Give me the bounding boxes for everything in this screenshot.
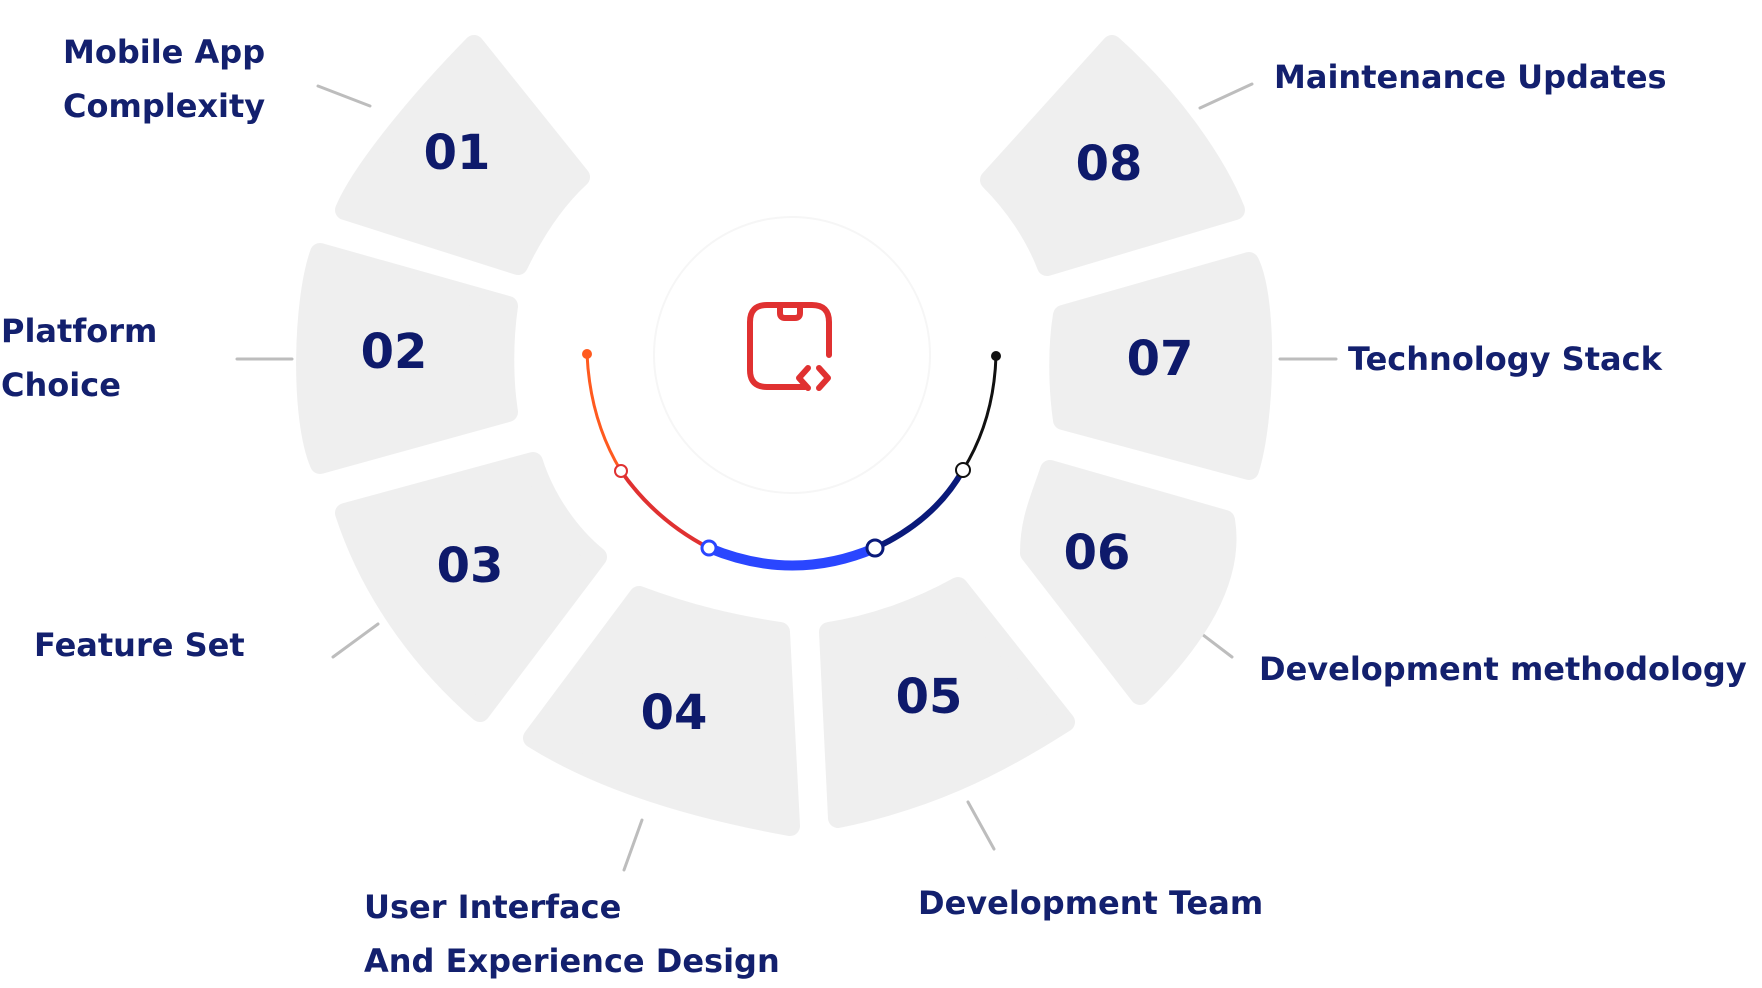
segment-number-08: 08 [1076, 136, 1143, 192]
segment-06 [1020, 460, 1237, 705]
segment-number-03: 03 [437, 538, 504, 594]
label-ui-ux-design: User Interface And Experience Design [364, 888, 780, 980]
arc-node-1 [614, 464, 628, 478]
connector-01 [316, 84, 372, 108]
ring-segments [296, 35, 1273, 836]
segment-numbers: 01 02 03 04 05 06 07 08 [361, 125, 1194, 741]
segment-number-06: 06 [1064, 525, 1131, 581]
connector-03 [331, 622, 380, 659]
label-technology-stack: Technology Stack [1348, 340, 1662, 378]
label-mobile-app-complexity: Mobile App Complexity [63, 33, 266, 125]
connector-08 [1198, 82, 1254, 110]
connector-05 [966, 800, 996, 851]
segment-number-07: 07 [1127, 331, 1194, 387]
arc-node-2 [700, 539, 718, 557]
label-development-team: Development Team [918, 884, 1264, 922]
arc-orange [585, 352, 623, 473]
label-platform-choice: Platform Choice [1, 312, 158, 404]
segment-number-05: 05 [896, 669, 963, 725]
arc-blue [704, 543, 880, 571]
segment-08 [980, 35, 1245, 276]
segment-05 [819, 577, 1075, 828]
progress-arc [582, 349, 1001, 571]
segment-03 [335, 452, 607, 722]
segment-number-02: 02 [361, 324, 428, 380]
arc-navy [872, 467, 966, 551]
arc-black [961, 354, 998, 472]
arc-node-4 [955, 462, 971, 478]
label-feature-set: Feature Set [34, 626, 245, 664]
center-circle [653, 216, 931, 494]
label-development-methodology: Development methodology [1259, 650, 1747, 688]
segment-04 [523, 586, 800, 836]
segment-07 [1049, 252, 1273, 480]
segment-number-04: 04 [641, 685, 708, 741]
segment-02 [296, 243, 518, 474]
arc-dot-start [582, 349, 592, 359]
segment-number-01: 01 [424, 125, 491, 181]
arc-dot-end [991, 351, 1001, 361]
segment-01 [335, 35, 590, 275]
connector-04 [622, 818, 644, 872]
mobile-app-code-icon [747, 302, 832, 391]
arc-red [619, 469, 711, 550]
connector-lines [235, 82, 1338, 872]
arc-node-3 [865, 538, 885, 558]
label-maintenance-updates: Maintenance Updates [1274, 58, 1667, 96]
